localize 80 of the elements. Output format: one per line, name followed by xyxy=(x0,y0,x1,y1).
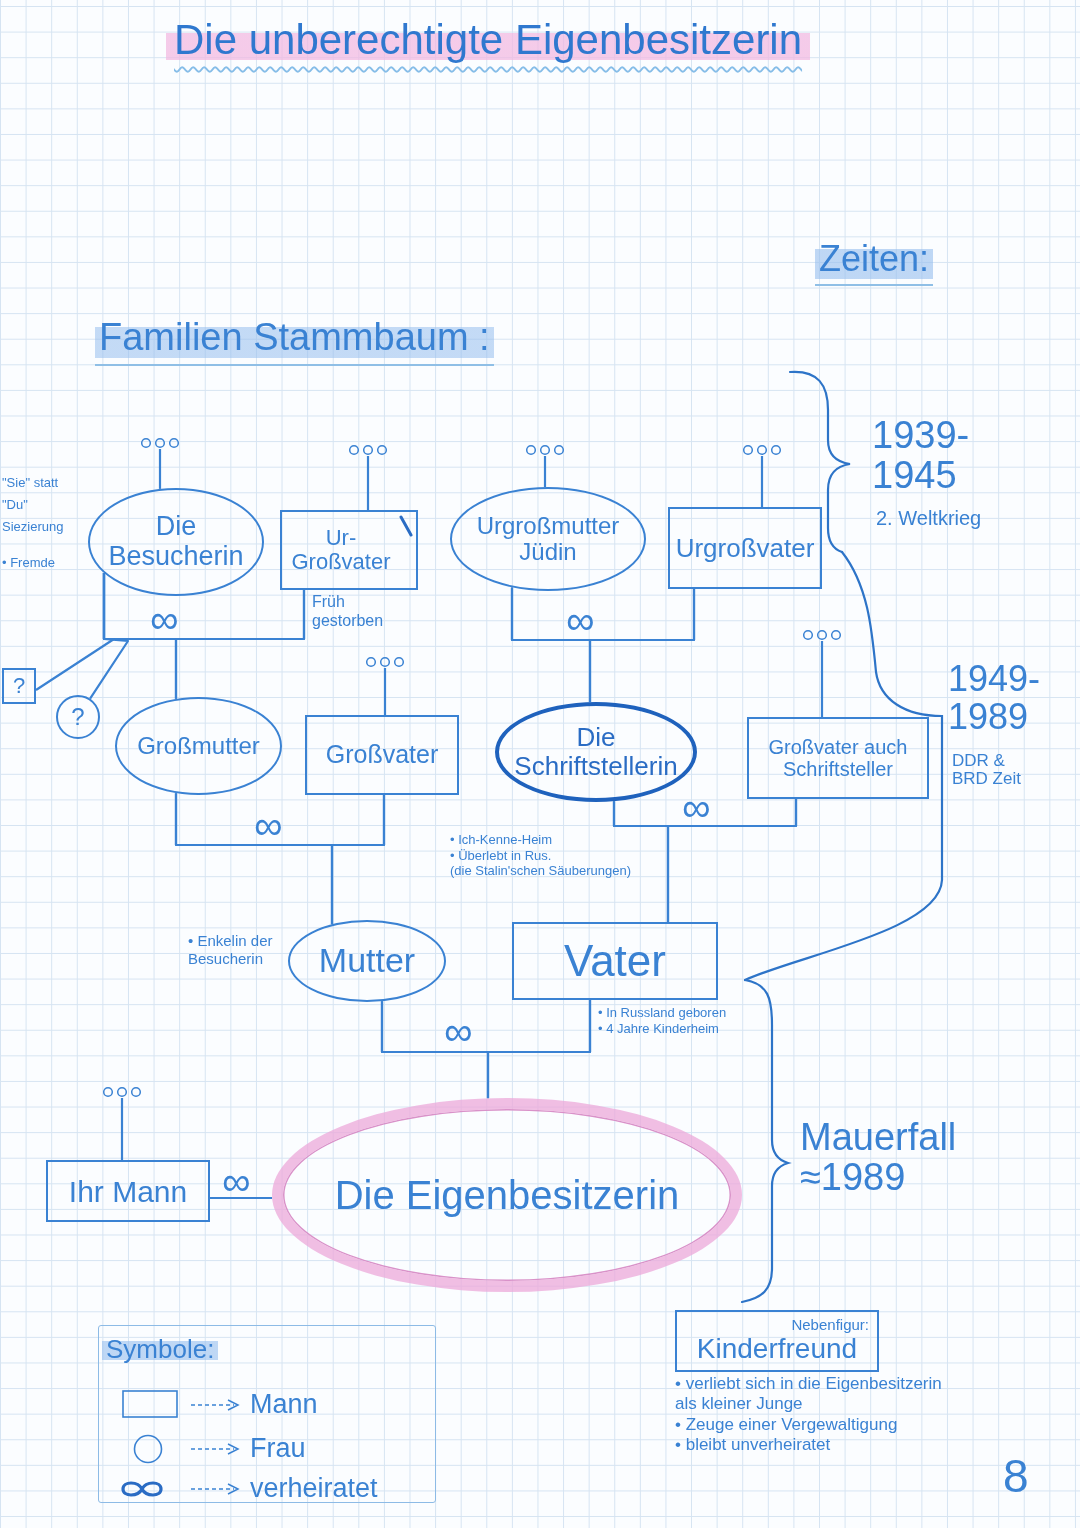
note-text: • Zeuge einer Vergewaltigung xyxy=(675,1414,898,1436)
edge-label: ∞ xyxy=(566,605,595,635)
node-label: Urgroßvater xyxy=(675,533,815,563)
edge-label: ∞ xyxy=(444,1016,473,1046)
box-node xyxy=(668,507,822,589)
ellipsis-icon xyxy=(742,444,782,456)
node-label: Mutter xyxy=(318,942,416,980)
period-label: 2. Weltkrieg xyxy=(876,508,982,529)
legend-label: verheiratet xyxy=(250,1473,378,1503)
ancestor-line xyxy=(383,668,387,715)
node-label: Urgroßmutter Jüdin xyxy=(475,512,621,566)
descent-line xyxy=(174,590,306,699)
page-number: 8 xyxy=(1003,1452,1029,1501)
note-text: (die Stalin'schen Säuberungen) xyxy=(450,863,631,879)
descent-line xyxy=(588,589,696,703)
descent-line xyxy=(486,1000,592,1099)
ellipsis-icon xyxy=(102,1086,142,1098)
note-text: Früh gestorben xyxy=(312,592,385,631)
box-node xyxy=(747,717,929,799)
node-label: Ihr Mann xyxy=(68,1174,188,1208)
legend-label: Mann xyxy=(250,1389,318,1419)
date-label: 1939- 1945 xyxy=(872,416,971,496)
ancestor-line xyxy=(820,641,824,717)
node-label: ? xyxy=(12,673,26,699)
ellipsis-icon xyxy=(348,444,388,456)
ellipse-node xyxy=(272,1098,742,1292)
ellipsis-icon xyxy=(525,444,565,456)
note-text: • verliebt sich in die Eigenbesitzerin als kleiner Junge xyxy=(675,1374,943,1415)
note-text: "Sie" statt "Du" Siezierung xyxy=(2,474,65,537)
ellipsis-icon xyxy=(365,656,405,668)
ellipse-node xyxy=(450,487,646,591)
ellipsis-icon xyxy=(140,437,180,449)
edge-label: ∞ xyxy=(150,604,179,634)
ellipse-node xyxy=(88,488,264,596)
ellipsis-icon xyxy=(802,629,842,641)
date-label: Mauerfall ≈1989 xyxy=(800,1118,958,1198)
box-node xyxy=(2,668,36,704)
node-label: Vater xyxy=(564,936,666,986)
legend-title: Symbole: xyxy=(102,1336,219,1364)
legend-label: Frau xyxy=(250,1433,306,1463)
note-text: • Fremde xyxy=(2,554,55,573)
node-label: Die Schriftstellerin xyxy=(513,723,679,781)
ancestor-line xyxy=(543,456,547,487)
node-label: ? xyxy=(71,703,85,731)
note-text: • Überlebt in Rus. xyxy=(450,847,552,864)
note-text: • bleibt unverheiratet xyxy=(675,1435,831,1456)
box-node xyxy=(280,510,418,590)
node-label: Kinderfreund xyxy=(696,1333,858,1365)
note-text: • Ich-Kenne-Heim xyxy=(450,832,553,848)
note-text: • Enkelin der Besucherin xyxy=(188,932,274,968)
connector-line xyxy=(89,573,130,700)
marriage-line xyxy=(210,1196,273,1200)
node-label: Die Eigenbesitzerin xyxy=(334,1173,680,1217)
ancestor-line xyxy=(760,456,764,507)
ancestor-line xyxy=(366,456,370,510)
descent-line xyxy=(330,795,386,925)
box-node xyxy=(675,1310,879,1372)
edge-label: ∞ xyxy=(682,792,711,822)
node-label: Großmutter xyxy=(137,732,260,760)
period-label: DDR & BRD Zeit xyxy=(952,752,1022,788)
note-text: • In Russland geboren xyxy=(598,1005,727,1021)
box-node xyxy=(305,715,459,795)
note-text: • 4 Jahre Kinderheim xyxy=(598,1020,719,1037)
node-label: Ur- Großvater xyxy=(290,525,392,575)
ellipse-node xyxy=(56,695,100,739)
ellipse-node xyxy=(115,697,282,795)
box-node xyxy=(512,922,718,1000)
ancestor-line xyxy=(120,1098,124,1160)
date-label: 1949- 1989 xyxy=(948,660,1042,736)
ellipse-node xyxy=(495,702,697,802)
edge-label: ∞ xyxy=(254,810,283,840)
node-label: Großvater auch Schriftsteller xyxy=(767,736,909,780)
node-label: Nebenfigur: xyxy=(791,1317,869,1334)
box-node xyxy=(46,1160,210,1222)
edge-label: ∞ xyxy=(222,1166,251,1196)
descent-line xyxy=(666,799,798,922)
node-label: Die Besucherin xyxy=(107,512,245,572)
node-label: Großvater xyxy=(325,741,439,769)
ancestor-line xyxy=(158,449,162,489)
ellipse-node xyxy=(288,920,446,1002)
